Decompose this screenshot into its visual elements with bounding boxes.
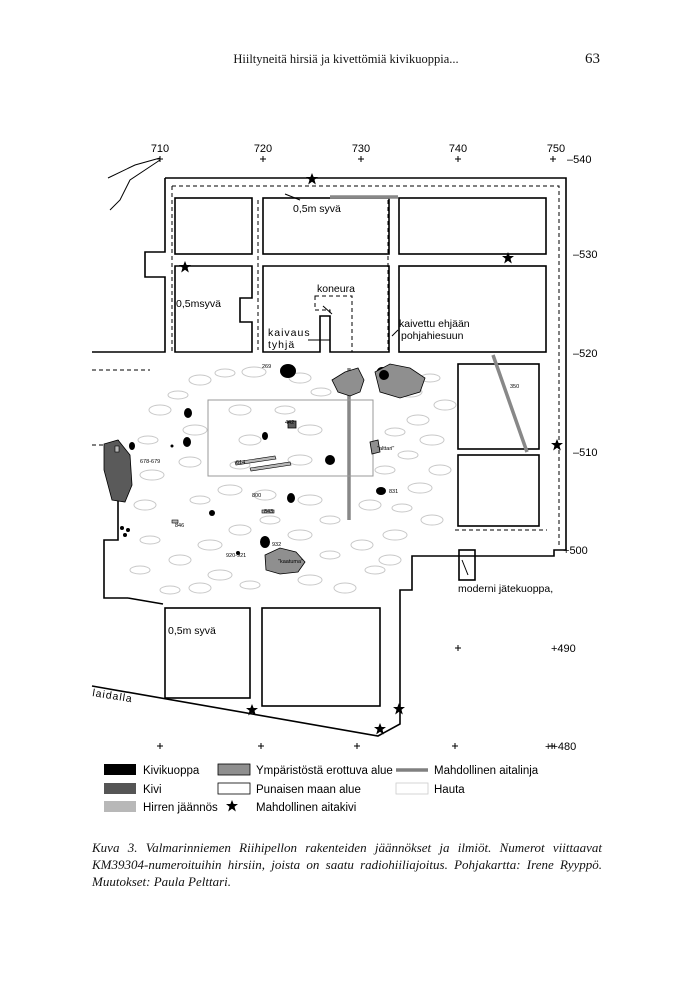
num-614: 614 (236, 460, 245, 466)
num-846: 846 (175, 523, 184, 529)
x-tick-750: 750 (547, 143, 565, 155)
legend-swatch-hirren (104, 801, 136, 812)
page-number: 63 (585, 51, 600, 67)
legend-aitalinja: Mahdollinen aitalinja (434, 765, 539, 777)
num-843: 843 (264, 509, 273, 515)
x-axis-ticks: 710 720 730 740 750 (151, 143, 565, 155)
running-head: Hiiltyneitä hirsiä ja kivettömiä kivikuo… (0, 51, 692, 73)
num-932: 932 (272, 542, 281, 548)
legend-ymparisto: Ympäristöstä erottuva alue (256, 765, 393, 777)
y-tick-490: +490 (551, 643, 576, 655)
grave-cells (164, 197, 547, 707)
label-depth-bottom: 0,5m syvä (168, 625, 216, 637)
legend-swatch-hauta (395, 782, 429, 795)
x-tick-740: 740 (449, 143, 467, 155)
legend-swatch-kivikuoppa (104, 764, 136, 775)
num-269: 269 (262, 364, 271, 370)
legend-kivi: Kivi (143, 784, 162, 796)
legend-hauta: Hauta (434, 784, 465, 796)
fence-lines (330, 195, 529, 520)
legend-swatch-punainen (217, 782, 251, 795)
num-442: 442 (285, 420, 294, 426)
running-title: Hiiltyneitä hirsiä ja kivettömiä kivikuo… (233, 52, 459, 66)
num-920: 920-921 (226, 553, 246, 559)
label-depth-top: 0,5m syvä (293, 203, 341, 215)
legend-hirren: Hirren jäännös (143, 802, 218, 814)
excavation-boundary (91, 157, 567, 737)
legend-swatch-ymparisto (217, 763, 251, 776)
legend-kivikuoppa: Kivikuoppa (143, 765, 200, 777)
grid-crosses (157, 156, 556, 749)
num-350: 350 (510, 384, 519, 390)
fence-stones (179, 173, 563, 735)
legend: Kivikuoppa Kivi Hirren jäännös Ympäristö… (104, 763, 539, 814)
x-tick-720: 720 (254, 143, 272, 155)
label-kaivettu: kaivettu ehjään (399, 318, 470, 330)
legend-swatch-kivi (104, 783, 136, 794)
num-678: 678-679 (140, 459, 160, 465)
figure-caption: Kuva 3. Valmarinniemen Riihipellon raken… (92, 840, 602, 889)
label-depth-left: 0,5msyvä (176, 298, 221, 310)
x-tick-710: 710 (151, 143, 169, 155)
x-tick-730: 730 (352, 143, 370, 155)
y-tick-510: –510 (573, 447, 597, 459)
num-800: 800 (252, 493, 261, 499)
label-laidalla: laidalla (92, 687, 134, 705)
y-tick-530: –530 (573, 249, 597, 261)
label-moderni: moderni jätekuoppa, (458, 583, 553, 595)
trench-outline (207, 399, 374, 477)
num-831: 831 (389, 489, 398, 495)
label-kaatuma: "kaatuma" (278, 559, 303, 565)
label-tyhja: tyhjä (268, 339, 295, 351)
label-alttari: "alttari" (377, 446, 394, 452)
graves (129, 366, 457, 595)
distinct-areas (103, 363, 426, 575)
y-tick-540: –540 (567, 154, 591, 166)
legend-swatch-aitakivi (226, 800, 238, 812)
y-tick-480: ++480 (545, 741, 576, 753)
log-remains (114, 445, 292, 524)
legend-punainen: Punaisen maan alue (256, 784, 361, 796)
label-pohjahiesuun: pohjahiesuun (401, 330, 464, 342)
legend-aitakivi: Mahdollinen aitakivi (256, 802, 356, 814)
koneura-outline (314, 295, 353, 353)
y-axis-ticks: –540 –530 –520 –510 +500 +490 ++480 (545, 154, 597, 753)
dashed-boundary (92, 185, 560, 545)
y-tick-520: –520 (573, 348, 597, 360)
label-koneura: koneura (317, 283, 355, 295)
label-kaivaus: kaivaus (268, 327, 311, 339)
y-tick-500: +500 (563, 545, 588, 557)
